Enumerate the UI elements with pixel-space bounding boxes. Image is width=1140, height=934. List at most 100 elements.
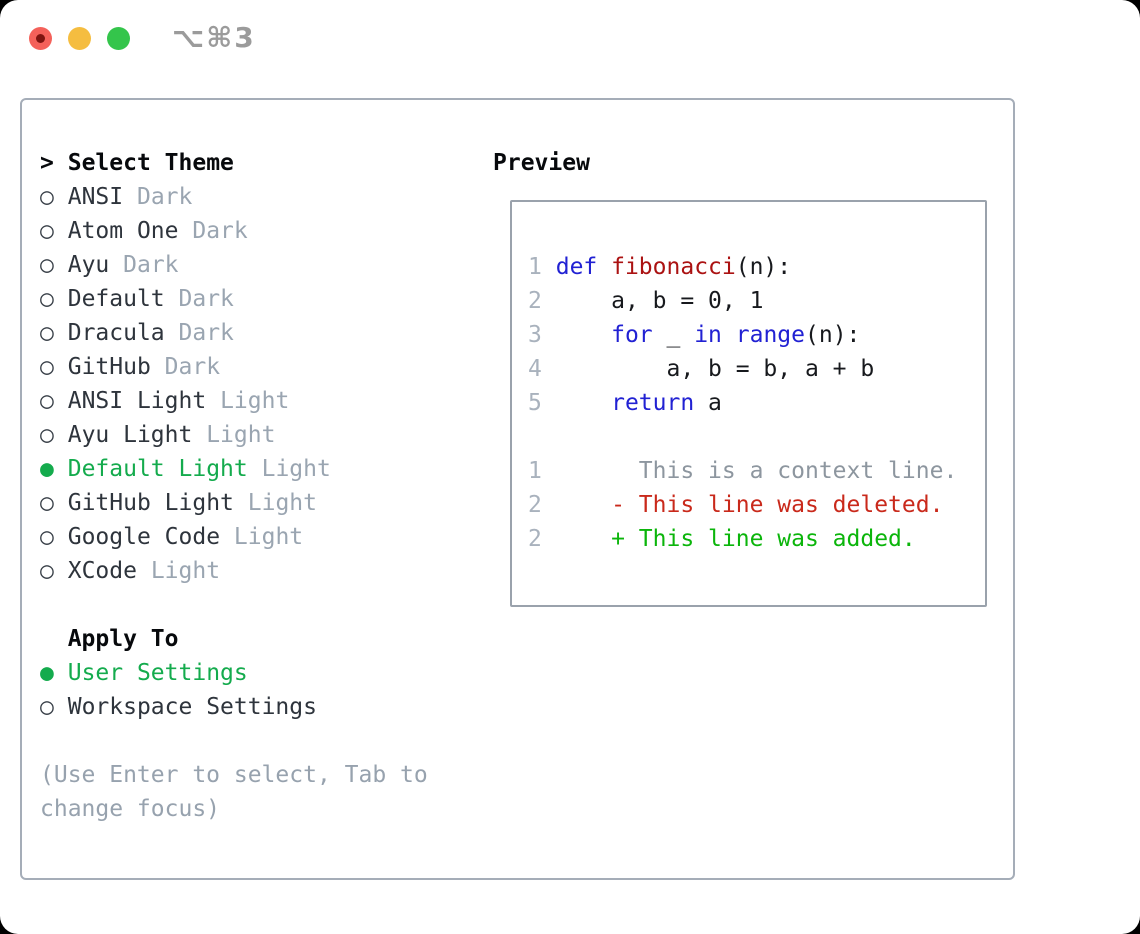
radio-unselected-icon: ○ (40, 320, 54, 346)
code-segment: This is a context line. (555, 458, 958, 484)
theme-name-label: Dracula (67, 320, 165, 346)
code-line: 1 This is a context line. (528, 454, 985, 488)
close-button[interactable] (29, 26, 52, 50)
theme-option-ayu-light[interactable]: ○ Ayu Light Light (40, 418, 428, 452)
theme-variant-tag: Light (233, 524, 304, 550)
code-segment (556, 322, 611, 348)
theme-variant-tag: Dark (136, 184, 193, 210)
radio-unselected-icon: ○ (40, 218, 54, 244)
code-segment: a (694, 390, 722, 416)
spacer (40, 588, 428, 622)
theme-option-github-light[interactable]: ○ GitHub Light Light (40, 486, 428, 520)
line-number: 1 (528, 254, 542, 280)
line-number: 2 (528, 492, 542, 518)
theme-name-label: XCode (67, 558, 137, 584)
close-modified-dot-icon (36, 33, 45, 43)
apply-to-options: ● User Settings○ Workspace Settings (40, 656, 428, 724)
theme-option-google-code[interactable]: ○ Google Code Light (40, 520, 428, 554)
apply-option-user-settings[interactable]: ● User Settings (40, 656, 428, 690)
line-number: 4 (528, 356, 542, 382)
theme-option-ansi[interactable]: ○ ANSI Dark (40, 180, 428, 214)
theme-option-github[interactable]: ○ GitHub Dark (40, 350, 428, 384)
apply-to-header: Apply To (40, 622, 428, 656)
radio-unselected-icon: ○ (40, 286, 54, 312)
theme-name-label: Default (67, 286, 165, 312)
code-segment: fibonacci (611, 254, 736, 280)
code-line: 3 for _ in range(n): (528, 318, 985, 352)
theme-variant-tag: Light (220, 388, 290, 414)
theme-name-label: ANSI Light (67, 388, 207, 414)
cursor-icon: > (40, 150, 54, 176)
radio-unselected-icon: ○ (40, 354, 54, 380)
theme-variant-tag: Light (150, 558, 221, 584)
line-number: 3 (528, 322, 542, 348)
preview-header: Preview (493, 150, 590, 176)
apply-to-title: Apply To (67, 626, 179, 652)
code-segment: (n): (735, 254, 792, 280)
theme-list: > Select Theme ○ ANSI Dark○ Atom One Dar… (40, 146, 428, 826)
apply-option-workspace-settings[interactable]: ○ Workspace Settings (40, 690, 428, 724)
theme-variant-tag: Dark (178, 320, 234, 346)
code-segment: range (735, 322, 806, 348)
code-line: 1 def fibonacci(n): (528, 250, 985, 284)
radio-selected-icon: ● (40, 660, 54, 686)
theme-variant-tag: Light (247, 490, 317, 516)
minimize-button[interactable] (68, 26, 91, 50)
radio-selected-icon: ● (40, 456, 54, 482)
theme-option-default-light[interactable]: ● Default Light Light (40, 452, 428, 486)
code-segment: + This line was added. (555, 526, 916, 552)
code-segment: - This line was deleted. (555, 492, 944, 518)
theme-name-label: GitHub Light (67, 490, 234, 516)
theme-variant-tag: Dark (192, 218, 248, 244)
spacer (40, 724, 428, 758)
help-line: (Use Enter to select, Tab to (40, 762, 428, 788)
theme-option-atom-one[interactable]: ○ Atom One Dark (40, 214, 428, 248)
select-theme-title: Select Theme (67, 150, 234, 176)
radio-unselected-icon: ○ (40, 422, 54, 448)
theme-variant-tag: Dark (164, 354, 221, 380)
theme-name-label: ANSI (67, 184, 124, 210)
theme-option-ayu[interactable]: ○ Ayu Dark (40, 248, 428, 282)
theme-option-ansi-light[interactable]: ○ ANSI Light Light (40, 384, 428, 418)
theme-name-label: Atom One (67, 218, 179, 244)
theme-variant-tag: Light (261, 456, 331, 482)
line-number: 5 (528, 390, 542, 416)
code-segment: def (555, 254, 612, 280)
code-segment: for (611, 322, 653, 348)
theme-variant-tag: Dark (178, 286, 234, 312)
theme-variant-tag: Dark (123, 252, 179, 278)
theme-option-xcode[interactable]: ○ XCode Light (40, 554, 428, 588)
theme-option-default[interactable]: ○ Default Dark (40, 282, 428, 316)
theme-variant-tag: Light (206, 422, 276, 448)
theme-option-dracula[interactable]: ○ Dracula Dark (40, 316, 428, 350)
theme-name-label: GitHub (67, 354, 151, 380)
code-segment: a, b = 0, 1 (555, 288, 764, 314)
radio-unselected-icon: ○ (40, 388, 54, 414)
code-segment (556, 390, 611, 416)
apply-option-label: User Settings (67, 660, 248, 686)
radio-unselected-icon: ○ (40, 524, 54, 550)
theme-name-label: Ayu (67, 252, 110, 278)
radio-unselected-icon: ○ (40, 252, 54, 278)
theme-options: ○ ANSI Dark○ Atom One Dark○ Ayu Dark○ De… (40, 180, 428, 588)
code-segment: _ (652, 322, 695, 348)
line-number: 2 (528, 526, 542, 552)
code-segment (722, 322, 736, 348)
code-line: 2 - This line was deleted. (528, 488, 985, 522)
maximize-button[interactable] (107, 26, 130, 50)
theme-picker-panel: > Select Theme ○ ANSI Dark○ Atom One Dar… (20, 98, 1015, 880)
theme-name-label: Default Light (67, 456, 248, 482)
select-theme-header: > Select Theme (40, 146, 428, 180)
code-segment: return (611, 390, 695, 416)
code-segment: (n): (805, 322, 861, 348)
radio-unselected-icon: ○ (40, 184, 54, 210)
radio-unselected-icon: ○ (40, 694, 54, 720)
code-line: 5 return a (528, 386, 985, 420)
line-number: 2 (528, 288, 542, 314)
code-line: 4 a, b = b, a + b (528, 352, 985, 386)
code-line (528, 420, 985, 454)
